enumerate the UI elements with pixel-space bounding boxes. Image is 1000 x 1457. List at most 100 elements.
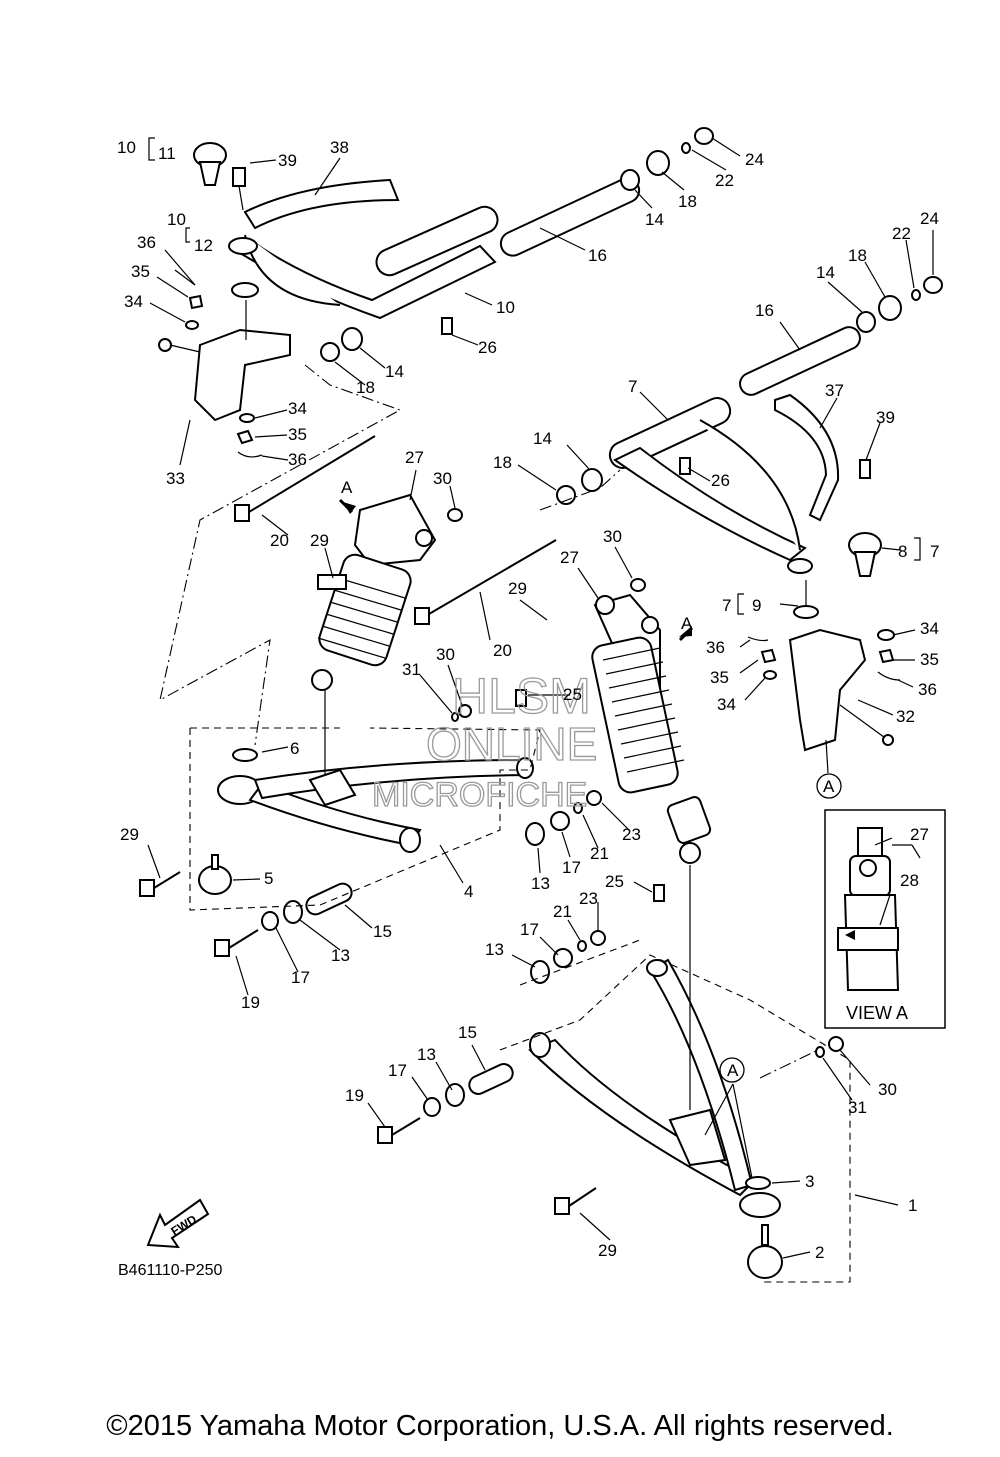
upper-arm-right <box>608 397 813 574</box>
callout-34: 34 <box>124 292 143 311</box>
callout-19: 19 <box>345 1086 364 1105</box>
lower-arm-right <box>528 958 783 1279</box>
callout-30: 30 <box>603 527 622 546</box>
callout-15: 15 <box>458 1023 477 1042</box>
callout-18: 18 <box>678 192 697 211</box>
callout-18: 18 <box>356 378 375 397</box>
ref-circles <box>719 773 842 1083</box>
bolt-20-right <box>414 539 557 625</box>
shock-right <box>591 578 712 864</box>
callout-30: 30 <box>433 469 452 488</box>
callout-3: 3 <box>805 1172 814 1191</box>
view-a-inset <box>824 809 946 1029</box>
view-arrows <box>338 498 694 642</box>
callout-29: 29 <box>310 531 329 550</box>
callout-39: 39 <box>278 151 297 170</box>
ball-joint-11 <box>193 142 227 186</box>
callout-18: 18 <box>848 246 867 265</box>
callout-21: 21 <box>553 902 572 921</box>
callout-35: 35 <box>288 425 307 444</box>
callout-22: 22 <box>892 224 911 243</box>
tube-16-right <box>739 326 861 396</box>
callout-16: 16 <box>755 301 774 320</box>
callout-32: 32 <box>896 707 915 726</box>
bolt-20-left <box>234 435 376 522</box>
callout-19: 19 <box>241 993 260 1012</box>
shock-left <box>311 493 463 691</box>
watermark: HLSM ONLINE MICROFICHE <box>371 667 598 814</box>
callout-A: A <box>727 1061 739 1080</box>
lower-left-hardware <box>139 689 602 957</box>
callout-26: 26 <box>478 338 497 357</box>
watermark-line-2: ONLINE <box>426 718 597 770</box>
ball-joint-8 <box>848 459 882 577</box>
upper-arm-left <box>228 205 499 320</box>
watermark-line-3: MICROFICHE <box>372 776 587 814</box>
callout-9: 9 <box>752 596 761 615</box>
diagram-code: B461110-P250 <box>118 1262 223 1279</box>
callout-13: 13 <box>531 874 550 893</box>
callout-10: 10 <box>117 138 136 157</box>
view-a-label: VIEW A <box>846 1003 909 1023</box>
callout-17: 17 <box>520 920 539 939</box>
callout-25: 25 <box>563 685 582 704</box>
callout-7: 7 <box>628 377 637 396</box>
callout-15: 15 <box>373 922 392 941</box>
bracket-38 <box>243 178 400 230</box>
callout-34: 34 <box>717 695 736 714</box>
callout-13: 13 <box>485 940 504 959</box>
callout-A: A <box>823 777 835 796</box>
callout-38: 38 <box>330 138 349 157</box>
callout-12: 12 <box>194 236 213 255</box>
lower-right-hardware <box>377 884 844 1215</box>
callout-22: 22 <box>715 171 734 190</box>
callout-17: 17 <box>388 1061 407 1080</box>
callout-23: 23 <box>622 825 641 844</box>
callout-36: 36 <box>918 680 937 699</box>
bushings-14-18-left <box>320 317 453 362</box>
bolt-39-top <box>232 167 246 211</box>
callout-29: 29 <box>598 1241 617 1260</box>
callout-14: 14 <box>385 362 404 381</box>
callout-36: 36 <box>288 450 307 469</box>
callout-10: 10 <box>496 298 515 317</box>
watermark-line-1: HLSM <box>452 668 591 724</box>
callout-25: 25 <box>605 872 624 891</box>
knuckle-32 <box>747 605 901 752</box>
callout-34: 34 <box>288 399 307 418</box>
callout-24: 24 <box>920 209 939 228</box>
callout-26: 26 <box>711 471 730 490</box>
knuckle-33 <box>158 269 291 458</box>
callout-13: 13 <box>331 946 350 965</box>
callout-27: 27 <box>560 548 579 567</box>
callout-7: 7 <box>722 596 731 615</box>
callout-30: 30 <box>436 645 455 664</box>
callout-30: 30 <box>878 1080 897 1099</box>
callout-18: 18 <box>493 453 512 472</box>
callout-33: 33 <box>166 469 185 488</box>
callout-17: 17 <box>291 968 310 987</box>
callout-29: 29 <box>120 825 139 844</box>
callout-8: 8 <box>898 542 907 561</box>
lower-arm-left <box>198 748 534 895</box>
callout-16: 16 <box>588 246 607 265</box>
callout-23: 23 <box>579 889 598 908</box>
callout-35: 35 <box>920 650 939 669</box>
callout-14: 14 <box>816 263 835 282</box>
callout-35: 35 <box>710 668 729 687</box>
callout-13: 13 <box>417 1045 436 1064</box>
callout-5: 5 <box>264 869 273 888</box>
callout-31: 31 <box>848 1098 867 1117</box>
callout-4: 4 <box>464 882 473 901</box>
callout-36: 36 <box>137 233 156 252</box>
callout-6: 6 <box>290 739 299 758</box>
callout-A: A <box>341 478 353 497</box>
callout-34: 34 <box>920 619 939 638</box>
group-lines <box>159 300 851 1283</box>
fwd-arrow: FWD <box>146 1198 210 1249</box>
callout-27: 27 <box>910 825 929 844</box>
callout-2: 2 <box>815 1243 824 1262</box>
callout-14: 14 <box>645 210 664 229</box>
